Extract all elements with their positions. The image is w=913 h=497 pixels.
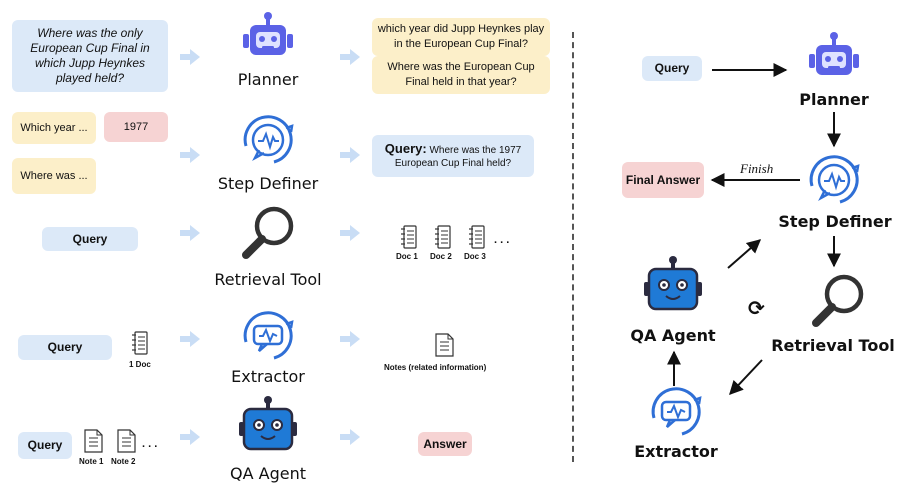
qa-robot-icon (642, 254, 704, 311)
query-box: Query (42, 227, 138, 251)
subquery-box: which year did Jupp Heynkes play in the … (372, 18, 550, 56)
step-definer-icon (809, 155, 860, 204)
doc-label: Doc 2 (430, 252, 452, 261)
cycle-icon: ⟳ (748, 296, 765, 320)
subquery-box: Which year ... (12, 112, 96, 144)
robot-icon (809, 32, 859, 75)
doc-label: 1 Doc (129, 360, 151, 369)
doc-label: Doc 3 (464, 252, 486, 261)
question-box: Where was the only European Cup Final in… (12, 20, 168, 92)
finish-label: Finish (740, 161, 774, 176)
planner-label: Planner (237, 70, 299, 89)
note-label: Note 2 (111, 457, 136, 466)
query-box: Query (642, 56, 702, 81)
planner-label: Planner (799, 90, 869, 109)
more-notes-ellipsis: . . . (142, 438, 158, 450)
note-label: Note 1 (79, 457, 104, 466)
query-body: Where was the 1977 European Cup Final he… (394, 145, 522, 169)
more-docs-ellipsis: . . . (494, 234, 510, 246)
retrieval-tool-label: Retrieval Tool (771, 336, 895, 355)
extractor-label: Extractor (231, 367, 305, 386)
step-definer-label: Step Definer (778, 212, 892, 231)
extractor-label: Extractor (634, 442, 718, 461)
generated-query-text: Query: Where was the 1977 European Cup F… (372, 142, 534, 170)
magnifier-icon (838, 300, 839, 301)
panel-divider (572, 32, 574, 462)
subquery-box: Where was ... (12, 158, 96, 194)
extractor-icon (651, 387, 702, 436)
generated-query-box: Query: Where was the 1977 European Cup F… (372, 135, 534, 177)
answer-box: 1977 (104, 112, 168, 142)
notes-label: Notes (related information) (384, 363, 487, 372)
final-answer-box: Final Answer (622, 162, 704, 198)
doc-label: Doc 1 (396, 252, 418, 261)
query-box: Query (18, 432, 72, 459)
answer-box: Answer (418, 432, 472, 456)
qa-agent-label: QA Agent (230, 464, 306, 483)
qa-agent-label: QA Agent (630, 326, 716, 345)
subquery-box: Where was the European Cup Final held in… (372, 56, 550, 94)
step-definer-label: Step Definer (217, 174, 319, 193)
query-prefix: Query: (384, 141, 427, 156)
retrieval-tool-label: Retrieval Tool (214, 270, 322, 289)
query-box: Query (18, 335, 112, 360)
